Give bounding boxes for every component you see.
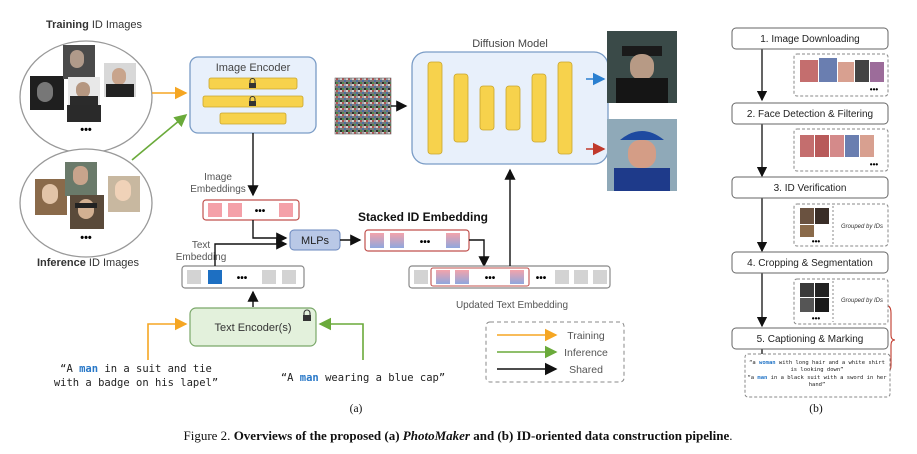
image-encoder-title: Image Encoder [216, 62, 291, 74]
inference-caption-arrow [318, 317, 364, 360]
image-encoder-block: Image Encoder [189, 56, 317, 134]
legend-inference: Inference [564, 347, 608, 359]
lock-icon [303, 309, 311, 321]
step-4-label: 4. Cropping & Segmentation [747, 258, 873, 269]
inference-photo-thumbnails [35, 162, 140, 229]
lock-icon [249, 96, 256, 106]
noise-latent-image [334, 77, 392, 135]
inference-caption: “A man wearing a blue cap” [281, 372, 445, 384]
step-5-caption-a-line2: is looking down” [791, 367, 844, 373]
lock-icon [249, 78, 256, 88]
step-5-caption-b-line2: hand” [809, 382, 826, 388]
step-4-thumbnails [793, 278, 889, 325]
text-encoder-label: Text Encoder(s) [214, 322, 291, 334]
image-embeddings-row [202, 199, 300, 221]
step-5-caption-a-line1: “a woman with long hair and a white shir… [749, 360, 885, 366]
pipeline [756, 49, 896, 374]
step-2-ellipsis: ••• [870, 160, 879, 169]
image-embeddings-label-line2: Embeddings [190, 184, 246, 195]
step-1-label: 1. Image Downloading [760, 34, 860, 45]
text-embedding-ellipsis: ••• [237, 273, 248, 284]
subfigure-b-label: (b) [809, 403, 823, 415]
step-2-box [731, 102, 889, 125]
step-3-label: 3. ID Verification [774, 183, 847, 194]
step-1-box [731, 27, 889, 50]
legend-training: Training [567, 330, 605, 342]
text-embedding-label-line1: Text [192, 240, 211, 251]
step-1-thumbnails [793, 53, 889, 97]
text-token-to-mlps-arrow [214, 238, 288, 266]
training-photo-thumbnails [30, 45, 136, 122]
step-3-ellipsis: ••• [812, 237, 821, 246]
inference-id-images-label: Inference ID Images [37, 257, 140, 269]
image-embeddings-label-line1: Image [204, 172, 232, 183]
training-ellipsis: ••• [80, 124, 92, 136]
text-encoder-block [189, 307, 317, 347]
legend-box: Training Inference Shared [485, 321, 625, 383]
step-5-caption-b-line1: “a man in a black suit with a sword in h… [747, 375, 887, 381]
step-5-box [731, 327, 889, 350]
text-embedding-row [181, 265, 305, 289]
step-2-label: 2. Face Detection & Filtering [747, 109, 873, 120]
embeddings-to-mlps-arrow [252, 220, 288, 244]
updated-ellipsis-2: ••• [536, 273, 547, 284]
step-3-grouped-label: Grouped by IDs [841, 224, 883, 230]
training-caption-line1: “A man in a suit and tie [60, 363, 212, 375]
step-3-thumbnails [793, 203, 889, 247]
inference-arrow-to-encoder [131, 113, 188, 161]
step-2-thumbnails [793, 128, 889, 172]
step-5-label: 5. Captioning & Marking [757, 334, 864, 345]
inference-ellipsis: ••• [80, 232, 92, 244]
updated-text-embedding-row [408, 265, 611, 289]
output-image-inference [607, 119, 677, 191]
step-3-box [731, 176, 889, 199]
step-1-ellipsis: ••• [870, 85, 879, 94]
training-caption-line2: with a badge on his lapel” [54, 377, 218, 389]
step-4-grouped-label: Grouped by IDs [841, 298, 883, 304]
training-caption-arrow [147, 317, 188, 360]
diffusion-model-block: Diffusion Model [411, 38, 609, 165]
step-5-captions: “a woman with long hair and a white shir… [744, 353, 891, 398]
updated-text-embedding-label: Updated Text Embedding [456, 300, 568, 311]
image-embeddings-ellipsis: ••• [255, 206, 266, 217]
stacked-id-embedding-row [364, 229, 470, 252]
figure-caption: Figure 2. Overviews of the proposed (a) … [183, 428, 732, 443]
training-id-images-label: Training ID Images [46, 19, 142, 31]
text-embedding-label-line2: Embedding [176, 252, 227, 263]
step-4-ellipsis: ••• [812, 314, 821, 323]
diffusion-model-title: Diffusion Model [472, 38, 548, 50]
updated-ellipsis-1: ••• [485, 273, 496, 284]
subfigure-a-label: (a) [350, 403, 363, 415]
mlps-label: MLPs [301, 235, 330, 247]
legend-shared: Shared [569, 364, 603, 376]
stacked-to-updated-arrow [469, 239, 490, 268]
stacked-ellipsis: ••• [420, 237, 431, 248]
output-image-training [607, 31, 677, 103]
stacked-id-embedding-label: Stacked ID Embedding [358, 210, 488, 224]
step-4-box [731, 251, 889, 274]
